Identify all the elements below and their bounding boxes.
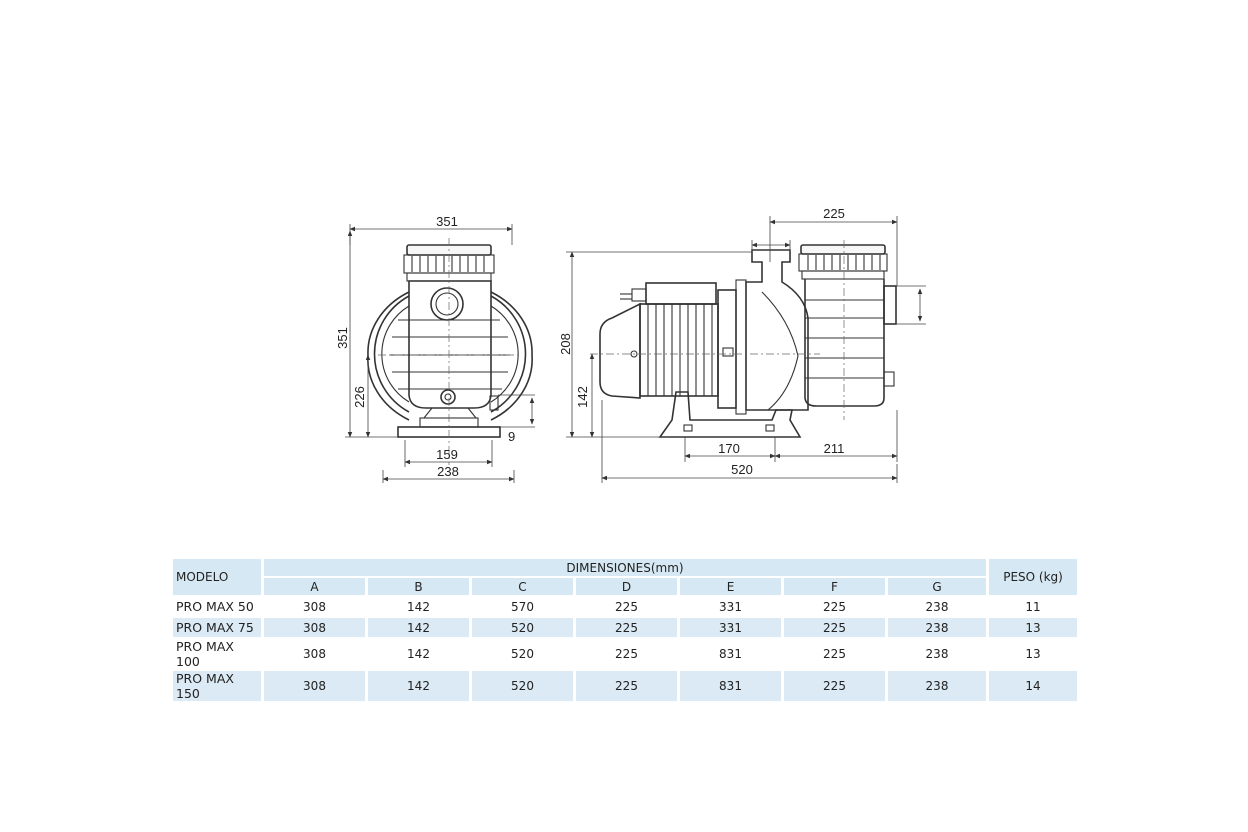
dimension-cell-c: 520: [472, 618, 573, 637]
header-model: MODELO: [173, 559, 261, 595]
column-header-a: A: [264, 578, 365, 595]
dimension-cell-e: 831: [680, 639, 781, 669]
dim-front-height-axis: 226: [352, 386, 367, 408]
dimension-cell-f: 225: [784, 618, 885, 637]
dimension-cell-b: 142: [368, 618, 469, 637]
dimension-cell-c: 520: [472, 639, 573, 669]
dim-front-base-inner: 159: [436, 447, 458, 462]
dim-side-foot-spacing: 170: [718, 441, 740, 456]
dimension-cell-c: 570: [472, 597, 573, 616]
column-header-c: C: [472, 578, 573, 595]
dim-front-base-offset: 9: [508, 429, 515, 444]
dim-side-motor-to-end: 211: [824, 441, 845, 456]
dimension-cell-g: 238: [888, 639, 987, 669]
dimension-cell-d: 225: [576, 671, 677, 701]
dim-front-height-total: 351: [335, 327, 350, 349]
dimension-cell-a: 308: [264, 618, 365, 637]
dimension-cell-a: 308: [264, 597, 365, 616]
column-header-f: F: [784, 578, 885, 595]
dimension-cell-b: 142: [368, 639, 469, 669]
header-dimensions: DIMENSIONES(mm): [264, 559, 987, 576]
dim-front-width-top: 351: [436, 214, 458, 229]
dimension-cell-g: 238: [888, 618, 987, 637]
dimension-cell-a: 308: [264, 639, 365, 669]
dimension-cell-d: 225: [576, 639, 677, 669]
dimension-cell-e: 331: [680, 597, 781, 616]
dim-side-prefilter-width: 225: [823, 206, 845, 221]
dimension-cell-g: 238: [888, 597, 987, 616]
dimension-cell-g: 238: [888, 671, 987, 701]
dim-side-height-total: 208: [558, 333, 573, 355]
column-header-e: E: [680, 578, 781, 595]
model-name-cell: PRO MAX 150: [173, 671, 261, 701]
model-name-cell: PRO MAX 100: [173, 639, 261, 669]
dimension-cell-e: 331: [680, 618, 781, 637]
dimension-cell-d: 225: [576, 618, 677, 637]
weight-cell: 13: [989, 639, 1078, 669]
dimension-cell-f: 225: [784, 671, 885, 701]
dimension-cell-d: 225: [576, 597, 677, 616]
dimension-cell-b: 142: [368, 671, 469, 701]
front-view: 351 351 226 9 159 238: [335, 214, 535, 483]
model-name-cell: PRO MAX 75: [173, 618, 261, 637]
dimension-cell-f: 225: [784, 639, 885, 669]
dimension-cell-e: 831: [680, 671, 781, 701]
weight-cell: 13: [989, 618, 1078, 637]
weight-cell: 14: [989, 671, 1078, 701]
weight-cell: 11: [989, 597, 1078, 616]
dimension-cell-a: 308: [264, 671, 365, 701]
dim-side-height-axis: 142: [575, 386, 590, 408]
side-view: 225 208 142 170 211 520: [558, 206, 926, 483]
header-weight: PESO (kg): [989, 559, 1078, 595]
column-header-g: G: [888, 578, 987, 595]
dimension-cell-c: 520: [472, 671, 573, 701]
dim-side-length-total: 520: [731, 462, 753, 477]
pump-dimension-drawing: 351 351 226 9 159 238: [335, 206, 926, 483]
dimension-cell-b: 142: [368, 597, 469, 616]
column-header-b: B: [368, 578, 469, 595]
column-header-d: D: [576, 578, 677, 595]
dim-front-base-outer: 238: [437, 464, 459, 479]
model-name-cell: PRO MAX 50: [173, 597, 261, 616]
dimension-cell-f: 225: [784, 597, 885, 616]
